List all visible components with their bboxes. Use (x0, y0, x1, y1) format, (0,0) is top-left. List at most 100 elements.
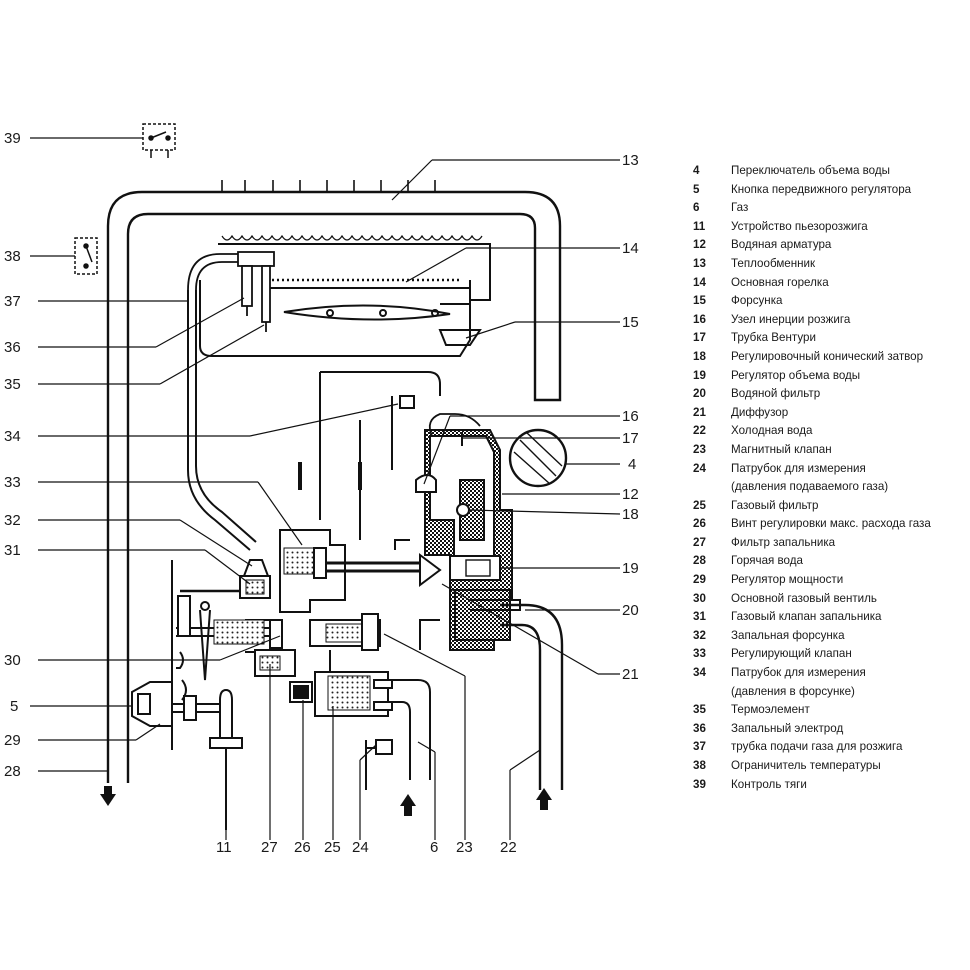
gas-valve-body (245, 529, 442, 790)
legend-item: 13 Теплообменник (693, 255, 968, 274)
legend-text: Регулировочный конический затвор (731, 348, 968, 367)
legend-number: 14 (693, 275, 706, 289)
legend-item: 4 Переключатель объема воды (693, 162, 968, 181)
legend-number: 19 (693, 368, 706, 382)
legend-number: 33 (693, 647, 706, 661)
legend-text-line-2: (давления в форсунке) (731, 684, 855, 698)
legend-text-line: трубка подачи газа для розжига (731, 740, 903, 754)
piezo-igniter (209, 688, 243, 830)
legend-text: Узел инерции розжига (731, 311, 968, 330)
legend-number: 16 (693, 312, 706, 326)
legend-number: 20 (693, 387, 706, 401)
legend-text-line: Регулировочный конический затвор (731, 349, 924, 363)
legend-text-line: Магнитный клапан (731, 442, 832, 456)
legend-text: Газовый фильтр (731, 497, 968, 516)
callout-31: 31 (4, 542, 21, 559)
legend-item: 37 трубка подачи газа для розжига (693, 738, 968, 757)
legend-text-line: Ограничитель температуры (731, 759, 881, 772)
legend-text-line: Узел инерции розжига (731, 312, 851, 326)
legend-text-line: Регулирующий клапан (731, 647, 852, 661)
callout-39: 39 (4, 130, 21, 147)
legend-number: 6 (693, 201, 700, 215)
legend-text-line: Запальный электрод (731, 721, 844, 735)
legend-item: 16 Узел инерции розжига (693, 311, 968, 330)
legend-text-line: Контроль тяги (731, 777, 807, 791)
legend-item: 14 Основная горелка (693, 274, 968, 293)
legend-number: 35 (693, 703, 706, 717)
legend-number: 25 (693, 498, 706, 512)
legend-number: 24 (693, 461, 706, 475)
legend-text-line-2: (давления подаваемого газа) (731, 480, 889, 494)
legend-item: 34 Патрубок для измерения (давления в форс… (693, 664, 968, 701)
legend-text: Водяная арматура (731, 236, 968, 255)
pilot-assembly (187, 251, 275, 332)
flow-arrows (100, 786, 552, 816)
callout-17: 17 (622, 430, 639, 447)
legend-number: 36 (693, 721, 706, 735)
legend-number: 34 (693, 666, 706, 680)
legend-text-line: Газовый фильтр (731, 498, 819, 512)
legend-text-line: Основная горелка (731, 275, 829, 289)
callout-38: 38 (4, 248, 21, 265)
legend-text-line: Водяной фильтр (731, 387, 821, 401)
temperature-limiter (74, 237, 98, 275)
water-section (415, 413, 568, 651)
legend-text-line: Теплообменник (731, 256, 816, 270)
callout-19: 19 (622, 560, 639, 577)
callout-20: 20 (622, 602, 639, 619)
callout-24: 24 (352, 839, 369, 856)
legend-number: 37 (693, 740, 706, 754)
legend-item: 24 Патрубок для измерения(давления подава… (693, 460, 968, 497)
callout-13: 13 (622, 152, 639, 169)
legend-text: Ограничитель температуры (731, 757, 968, 776)
callout-34: 34 (4, 428, 21, 445)
callout-18: 18 (622, 506, 639, 523)
legend-text: Патрубок для измерения(давления подаваем… (731, 460, 968, 497)
callout-27: 27 (261, 839, 278, 856)
legend-text-line: Кнопка передвижного регулятора (731, 182, 912, 196)
legend-text: Трубка Вентури (731, 329, 968, 348)
callout-26: 26 (294, 839, 311, 856)
legend-text-line: Диффузор (731, 405, 789, 419)
legend-number: 13 (693, 256, 706, 270)
legend-number: 12 (693, 238, 706, 252)
legend-text-line: Запальная форсунка (731, 628, 845, 642)
legend-text-line: Патрубок для измерения (731, 666, 866, 680)
callout-12: 12 (622, 486, 639, 503)
legend-text: Патрубок для измерения (давления в форсун… (731, 664, 968, 701)
legend-text: Форсунка (731, 292, 968, 311)
main-burner (199, 234, 491, 357)
legend-number: 38 (693, 759, 706, 772)
legend-text-line: Трубка Вентури (731, 331, 816, 345)
legend-text: Термоэлемент (731, 701, 968, 720)
callout-11: 11 (216, 839, 232, 856)
callout-25: 25 (324, 839, 341, 856)
legend-item: 25 Газовый фильтр (693, 497, 968, 516)
callout-6: 6 (430, 839, 438, 856)
callout-labels: 39 38 37 36 35 34 33 32 31 30 5 29 28 13… (4, 130, 639, 856)
callout-22: 22 (500, 839, 517, 856)
legend-item: 35 Термоэлемент (693, 701, 968, 720)
heat-exchanger (106, 180, 562, 783)
legend-number: 4 (693, 164, 700, 177)
callout-5: 5 (10, 698, 18, 715)
legend-text-line: Переключатель объема воды (731, 164, 890, 177)
legend-text-line: Газовый клапан запальника (731, 610, 882, 624)
legend-text-line: Устройство пьезорозжига (731, 219, 868, 233)
legend-number: 15 (693, 294, 706, 308)
legend-text: Регулирующий клапан (731, 645, 968, 664)
legend-text-line: Форсунка (731, 294, 783, 308)
